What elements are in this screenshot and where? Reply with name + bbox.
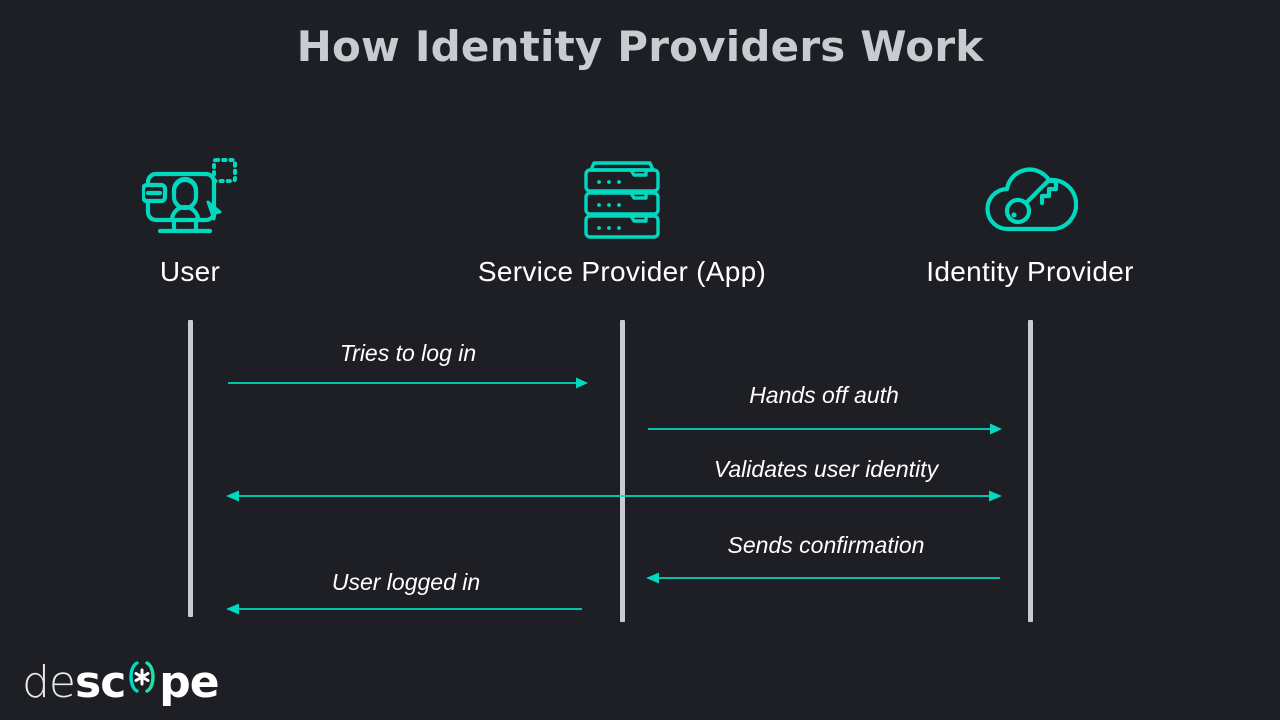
message-label-tries-to-log-in: Tries to log in	[339, 340, 477, 366]
message-arrow-sends-confirmation	[646, 571, 1000, 585]
message-arrow-validates-user-identity	[226, 489, 1002, 503]
logo-text-pe: pe	[159, 657, 219, 708]
lifeline-service-provider	[620, 320, 625, 622]
actor-identity-provider-label: Identity Provider	[926, 256, 1134, 287]
page-title: How Identity Providers Work	[296, 22, 984, 71]
logo-text-de: de	[22, 657, 76, 708]
logo-text-sc: sc	[75, 657, 126, 708]
server-stack-icon	[462, 148, 782, 244]
cloud-key-icon	[870, 148, 1190, 244]
user-monitor-icon	[30, 148, 350, 244]
message-arrow-hands-off-auth	[648, 422, 1002, 436]
lifeline-user	[188, 320, 193, 617]
actor-user: User	[30, 148, 350, 288]
actor-identity-provider: Identity Provider	[870, 148, 1190, 288]
message-label-hands-off-auth: Hands off auth	[749, 382, 899, 408]
lifeline-identity-provider	[1028, 320, 1033, 622]
actor-user-label: User	[159, 256, 221, 287]
actor-service-provider-label: Service Provider (App)	[477, 256, 767, 287]
message-arrow-tries-to-log-in	[228, 376, 588, 390]
message-label-validates-user-identity: Validates user identity	[713, 456, 939, 482]
message-arrow-user-logged-in	[226, 602, 582, 616]
message-label-sends-confirmation: Sends confirmation	[727, 532, 925, 558]
actor-service-provider: Service Provider (App)	[462, 148, 782, 288]
descope-o-mark-icon	[125, 655, 159, 699]
message-label-user-logged-in: User logged in	[331, 569, 481, 595]
